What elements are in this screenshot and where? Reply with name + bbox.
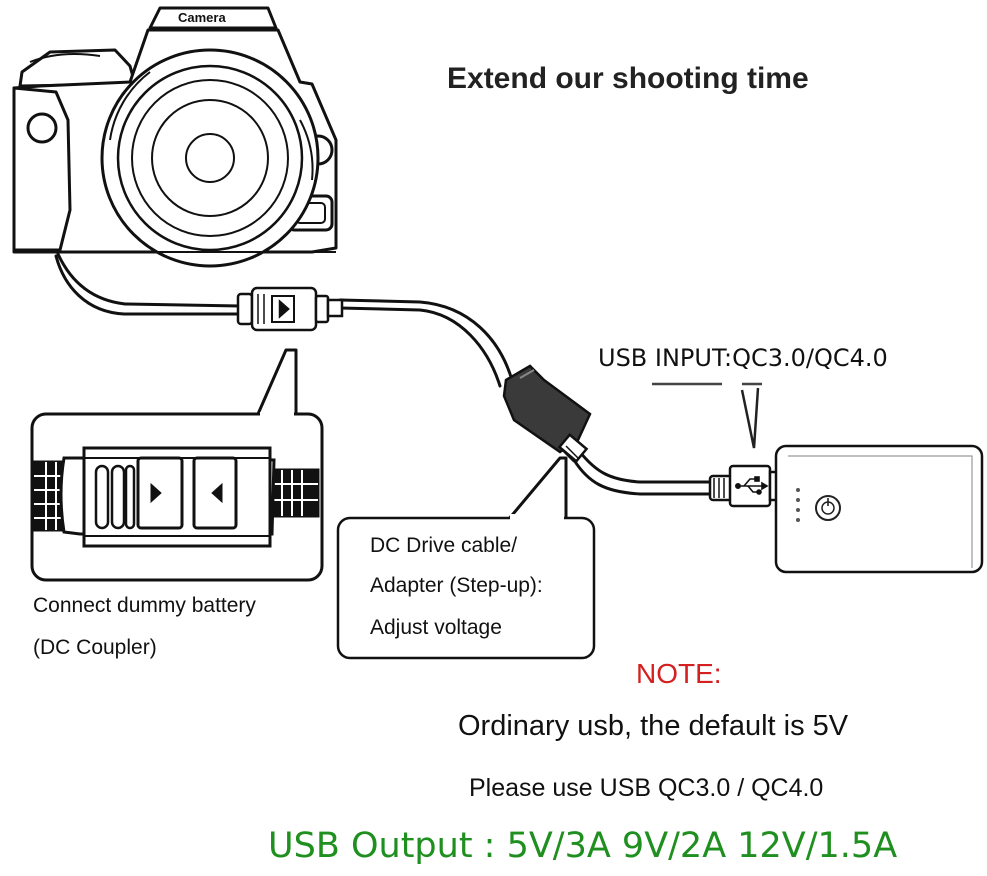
dc-drive-line-1: DC Drive cable/ [370, 534, 518, 557]
usb-output-spec: USB Output : 5V/3A 9V/2A 12V/1.5A [268, 826, 898, 866]
note-line-2: Please use USB QC3.0 / QC4.0 [469, 774, 824, 802]
dc-step-up-adapter [502, 364, 592, 463]
arrow-left-icon [211, 482, 223, 504]
usb-symbol-icon [734, 476, 769, 495]
dc-drive-callout-box [336, 514, 596, 660]
headline: Extend our shooting time [447, 62, 809, 95]
dc-drive-line-2: Adapter (Step-up): [370, 574, 543, 597]
power-icon [815, 495, 841, 521]
dummy-callout-leader [256, 348, 298, 415]
arrow-right-icon [150, 482, 162, 504]
note-line-1: Ordinary usb, the default is 5V [458, 710, 849, 742]
camera-icon [12, 6, 338, 268]
dc-drive-line-3: Adjust voltage [370, 616, 502, 639]
dummy-battery-connector [236, 286, 344, 332]
dc-coupler-enlarged [32, 446, 320, 548]
camera-label: Camera [178, 10, 226, 25]
usb-input-label: USB INPUT:QC3.0/QC4.0 [598, 344, 888, 372]
dummy-battery-line-1: Connect dummy battery [33, 594, 256, 617]
usb-input-pointer [652, 382, 762, 449]
battery-indicator-dots [796, 488, 800, 522]
power-bank [774, 444, 984, 574]
dc-drive-callout-leader [506, 456, 568, 521]
note-label: NOTE: [636, 658, 722, 689]
dummy-battery-line-2: (DC Coupler) [33, 636, 157, 659]
cable-lines [54, 252, 714, 496]
